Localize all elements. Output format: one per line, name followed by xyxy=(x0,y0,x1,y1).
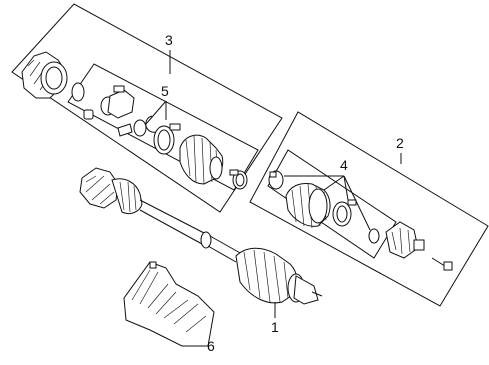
callout-4: 4 xyxy=(284,157,371,231)
svg-text:2: 2 xyxy=(396,135,404,151)
cv-boot xyxy=(179,134,224,185)
inner-boot-parts xyxy=(268,170,380,244)
svg-text:6: 6 xyxy=(207,338,215,354)
callout-1: 1 xyxy=(271,302,279,335)
svg-text:1: 1 xyxy=(271,319,279,335)
callout-2: 2 xyxy=(396,135,404,164)
boot-clamp-large xyxy=(153,123,181,155)
inner-cv-joint xyxy=(385,221,425,259)
snap-ring xyxy=(145,115,157,133)
axle-shaft-assembly xyxy=(79,167,323,305)
boot-clamp-small xyxy=(229,169,248,190)
svg-text:3: 3 xyxy=(165,32,173,48)
callout-3: 3 xyxy=(165,32,173,74)
callout-6: 6 xyxy=(196,338,215,354)
group-box-2 xyxy=(249,111,489,307)
callout-5: 5 xyxy=(145,83,169,125)
group-box-3 xyxy=(11,3,283,213)
svg-text:4: 4 xyxy=(340,157,348,173)
bolt xyxy=(431,257,453,271)
cage-and-race-parts xyxy=(83,85,147,137)
svg-text:5: 5 xyxy=(161,83,169,99)
outer-cv-joint-housing xyxy=(21,51,85,102)
heat-shield xyxy=(123,261,215,347)
